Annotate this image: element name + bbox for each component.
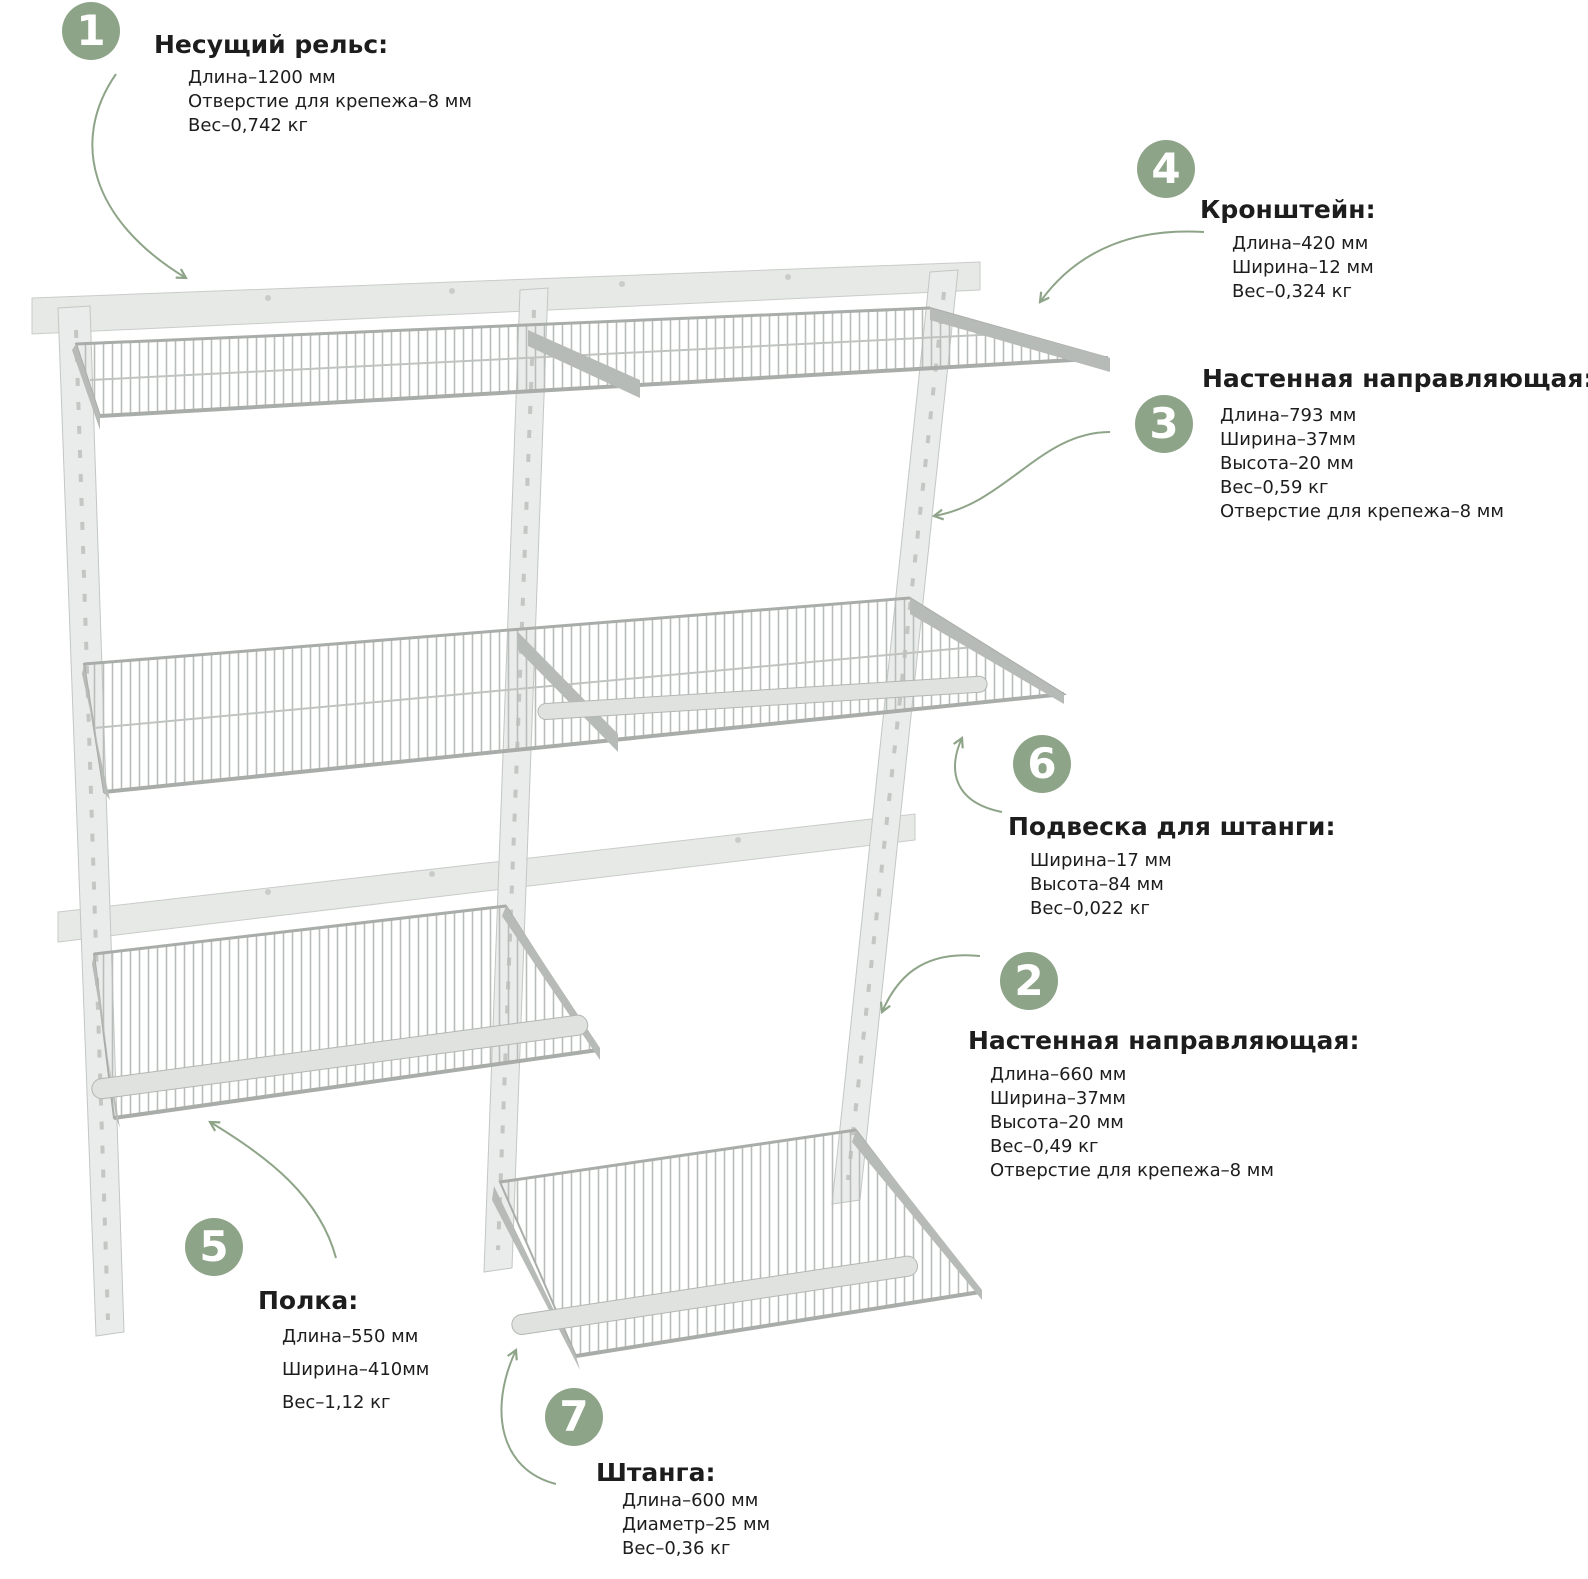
title-bracket: Кронштейн:: [1200, 195, 1376, 224]
spec-line: Отверстие для крепежа–8 мм: [188, 91, 472, 112]
shelf-top: [72, 306, 1110, 430]
spec-line: Отверстие для крепежа–8 мм: [1220, 501, 1504, 522]
spec-line: Длина–660 мм: [990, 1064, 1127, 1085]
arrow-rail: [91, 73, 186, 278]
spec-line: Ширина–37мм: [1220, 429, 1356, 450]
arrow-guide-short: [882, 954, 981, 1012]
spec-line: Высота–84 мм: [1030, 874, 1164, 895]
spec-line: Вес–0,59 кг: [1220, 477, 1329, 498]
arrow-rod-hanger: [955, 738, 1003, 813]
spec-line: Длина–1200 мм: [188, 67, 336, 88]
title-shelf: Полка:: [258, 1286, 359, 1315]
spec-line: Вес–0,022 кг: [1030, 898, 1150, 919]
specs-rail: Длина–1200 мм Отверстие для крепежа–8 мм…: [188, 66, 472, 138]
badge-rail: 1: [62, 2, 120, 60]
spec-line: Длина–793 мм: [1220, 405, 1357, 426]
spec-line: Вес–0,742 кг: [188, 115, 308, 136]
spec-line: Ширина–12 мм: [1232, 257, 1374, 278]
badge-bracket: 4: [1137, 140, 1195, 198]
arrow-shelf: [210, 1122, 337, 1259]
badge-guide-long: 3: [1135, 395, 1193, 453]
spec-line: Вес–0,324 кг: [1232, 281, 1352, 302]
title-guide-short: Настенная направляющая:: [968, 1026, 1360, 1055]
arrow-bracket: [1040, 230, 1205, 302]
badge-guide-short: 2: [1000, 952, 1058, 1010]
title-rail: Несущий рельс:: [154, 30, 389, 59]
title-rod-hanger: Подвеска для штанги:: [1008, 812, 1336, 841]
title-guide-long: Настенная направляющая:: [1202, 364, 1588, 393]
spec-line: Высота–20 мм: [1220, 453, 1354, 474]
shelf-bottom: [492, 1128, 982, 1370]
title-rod: Штанга:: [596, 1458, 716, 1487]
spec-line: Длина–550 мм: [282, 1326, 419, 1347]
spec-line: Вес–1,12 кг: [282, 1392, 391, 1413]
spec-line: Ширина–17 мм: [1030, 850, 1172, 871]
spec-line: Вес–0,36 кг: [622, 1538, 731, 1559]
shelf-middle: [82, 596, 1068, 800]
specs-bracket: Длина–420 мм Ширина–12 мм Вес–0,324 кг: [1232, 232, 1374, 304]
spec-line: Высота–20 мм: [990, 1112, 1124, 1133]
spec-line: Ширина–410мм: [282, 1359, 430, 1380]
badge-shelf: 5: [185, 1218, 243, 1276]
arrow-guide-long: [934, 431, 1111, 516]
spec-line: Длина–600 мм: [622, 1490, 759, 1511]
specs-rod-hanger: Ширина–17 мм Высота–84 мм Вес–0,022 кг: [1030, 849, 1172, 921]
spec-line: Длина–420 мм: [1232, 233, 1369, 254]
spec-line: Вес–0,49 кг: [990, 1136, 1099, 1157]
callout-arrows: [91, 73, 1205, 1485]
specs-guide-long: Длина–793 мм Ширина–37мм Высота–20 мм Ве…: [1220, 404, 1504, 524]
top-rail: [31, 261, 981, 335]
badge-rod-hanger: 6: [1013, 735, 1071, 793]
specs-rod: Длина–600 мм Диаметр–25 мм Вес–0,36 кг: [622, 1489, 770, 1561]
specs-shelf: Длина–550 мм Ширина–410мм Вес–1,12 кг: [282, 1320, 429, 1419]
arrow-rod: [500, 1350, 557, 1485]
shelf-lower-left: [91, 904, 600, 1128]
badge-rod: 7: [545, 1388, 603, 1446]
spec-line: Диаметр–25 мм: [622, 1514, 771, 1535]
lower-rail: [57, 813, 916, 943]
spec-line: Ширина–37мм: [990, 1088, 1126, 1109]
spec-line: Отверстие для крепежа–8 мм: [990, 1160, 1274, 1181]
specs-guide-short: Длина–660 мм Ширина–37мм Высота–20 мм Ве…: [990, 1063, 1274, 1183]
